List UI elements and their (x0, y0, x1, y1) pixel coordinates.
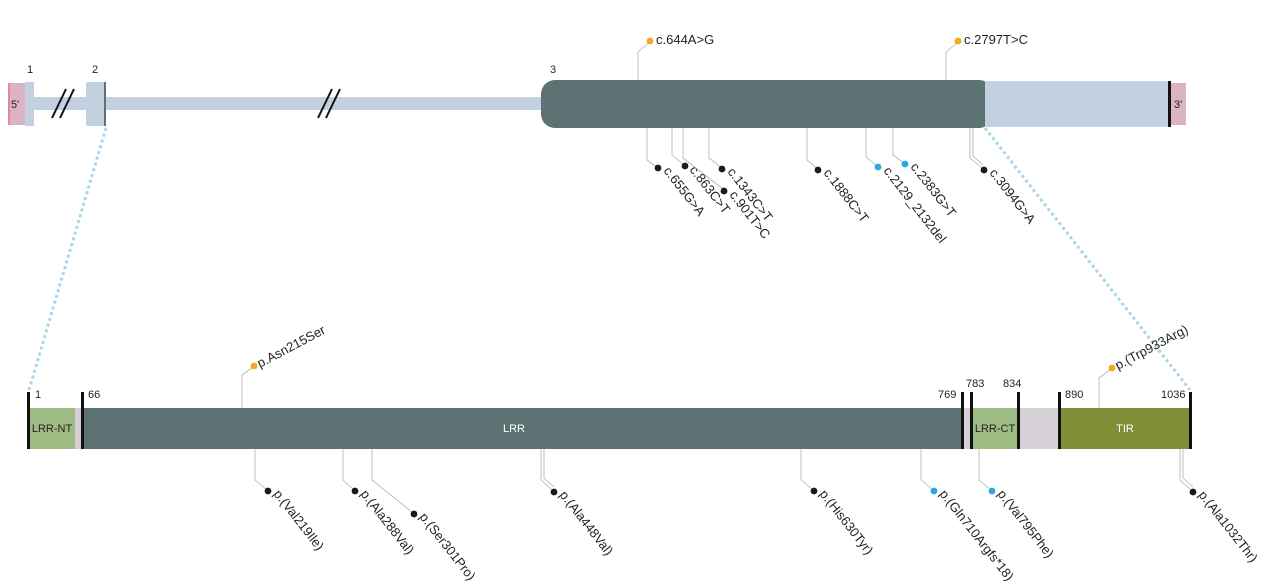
zoom-line-right (983, 127, 1192, 391)
boundary-1036 (1189, 392, 1192, 449)
domain-lrr-ct-label: LRR-CT (975, 423, 1016, 435)
variant-dot (980, 166, 988, 174)
variant-label: p.(Val219Ile) (271, 487, 328, 554)
variant-pHis630Tyr: p.(His630Tyr) (800, 449, 877, 558)
variant-pVal219Ile: p.(Val219Ile) (254, 449, 328, 554)
variant-dot (718, 165, 726, 173)
variant-label: p.(His630Tyr) (817, 487, 877, 558)
utr3-label: 3' (1174, 99, 1182, 111)
utr5-label: 5' (11, 99, 19, 111)
variant-c644AG: c.644A>G (637, 32, 714, 80)
variant-c1888CT: c.1888C>T (806, 128, 872, 226)
boundary-783 (970, 392, 973, 449)
utr3-divider (1168, 81, 1171, 127)
exon-3-utr (985, 81, 1170, 127)
domain-lrr-ct (972, 408, 1018, 449)
exon-1 (25, 82, 34, 126)
variant-dot (988, 487, 996, 495)
variant-label: p.(Trp933Arg) (1112, 322, 1190, 373)
position-769: 769 (938, 389, 956, 401)
variant-dot (550, 488, 558, 496)
variant-dot (654, 164, 662, 172)
variant-dot (410, 510, 418, 518)
gene-structure: 5' 3' 1 2 3 (8, 64, 1186, 128)
domain-lrr-label: LRR (503, 423, 525, 435)
position-1036: 1036 (1161, 389, 1185, 401)
position-66: 66 (88, 389, 100, 401)
variant-dot (250, 362, 258, 370)
utr3-box (1170, 83, 1186, 125)
exon-number-3: 3 (550, 64, 556, 76)
domain-lrr-nt (29, 408, 75, 449)
variant-c2797TC: c.2797T>C (945, 32, 1028, 80)
variant-c3094GA: c.3094G>A (969, 128, 1039, 227)
variant-label: p.(Ala288Val) (358, 487, 418, 558)
variant-label: c.2797T>C (964, 32, 1028, 47)
variant-dot (810, 487, 818, 495)
exon-2 (86, 82, 105, 126)
variant-dot (681, 162, 689, 170)
variant-pAla448Val: p.(Ala448Val) (540, 449, 617, 559)
intron-break-mark-1 (51, 88, 75, 119)
domain-tir-label: TIR (1116, 423, 1134, 435)
domain-tir (1060, 408, 1190, 449)
variant-pAla1032Thr: p.(Ala1032Thr) (1179, 449, 1261, 566)
variant-label: c.1888C>T (821, 166, 872, 226)
cdna-variants: c.644A>G c.2797T>C c.655G>A c.863C>T c.9… (637, 32, 1039, 246)
exon-2-edge (104, 82, 106, 126)
variant-c901TC: c.901T>C (682, 128, 773, 242)
variant-label: p.(Ala1032Thr) (1196, 488, 1261, 566)
variant-pAsn215Ser: p.Asn215Ser (241, 322, 328, 408)
position-1: 1 (35, 389, 41, 401)
variant-dot (901, 160, 909, 168)
exon-number-2: 2 (92, 64, 98, 76)
variant-label: p.Asn215Ser (254, 322, 328, 371)
boundary-769 (961, 392, 964, 449)
protein-variants: p.Asn215Ser p.(Trp933Arg) p.(Val219Ile) … (241, 322, 1261, 584)
variant-label: c.644A>G (656, 32, 714, 47)
zoom-line-left (27, 127, 108, 391)
variant-dot (720, 187, 728, 195)
utr5-box (8, 83, 28, 125)
variant-dot (264, 487, 272, 495)
boundary-890 (1058, 392, 1061, 449)
utr5-edge (8, 83, 10, 125)
variant-dot (954, 37, 962, 45)
variant-label: c.3094G>A (987, 166, 1039, 227)
domain-lrr (82, 408, 963, 449)
variant-dot (351, 487, 359, 495)
variant-label: p.(Ala448Val) (557, 488, 617, 559)
variant-dot (1108, 364, 1116, 372)
variant-dot (930, 487, 938, 495)
intron-line (30, 97, 545, 110)
variant-dot (874, 163, 882, 171)
variant-dot (1189, 488, 1197, 496)
boundary-834 (1017, 392, 1020, 449)
variant-label: p.(Val795Phe) (995, 487, 1057, 561)
variant-dot (646, 37, 654, 45)
variant-pGln710Argfs18: p.(Gln710Argfs*18) (920, 449, 1017, 584)
boundary-1 (27, 392, 30, 449)
exon-number-1: 1 (27, 64, 33, 76)
variant-pAla288Val: p.(Ala288Val) (342, 449, 418, 558)
position-890: 890 (1065, 389, 1083, 401)
position-834: 834 (1003, 378, 1021, 390)
protein-structure: LRR-NT LRR LRR-CT TIR 1 66 769 783 834 8… (27, 378, 1192, 449)
position-783: 783 (966, 378, 984, 390)
variant-dot (814, 166, 822, 174)
exon-3-coding (541, 80, 993, 128)
domain-lrr-nt-label: LRR-NT (32, 423, 73, 435)
intron-break-mark-2 (317, 88, 341, 119)
variant-label: p.(Ser301Pro) (417, 510, 479, 584)
boundary-66 (81, 392, 84, 449)
